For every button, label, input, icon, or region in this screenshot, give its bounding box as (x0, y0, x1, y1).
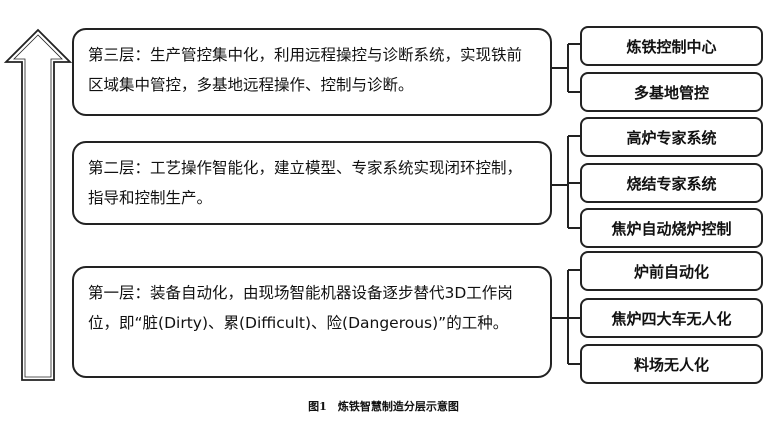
connector-layer-1 (552, 269, 582, 365)
connector-layer-3 (552, 43, 582, 93)
layer-3-text: 第三层：生产管控集中化，利用远程操控与诊断系统，实现铁前区域集中管控，多基地远程… (88, 46, 523, 94)
layer-1-box: 第一层：装备自动化，由现场智能机器设备逐步替代3D工作岗位，即“脏(Dirty)… (72, 266, 552, 378)
layer-3-box: 第三层：生产管控集中化，利用远程操控与诊断系统，实现铁前区域集中管控，多基地远程… (72, 28, 552, 116)
up-arrow-icon (3, 28, 73, 381)
layer-2-text: 第二层：工艺操作智能化，建立模型、专家系统实现闭环控制，指导和控制生产。 (88, 159, 523, 207)
layer-1-text: 第一层：装备自动化，由现场智能机器设备逐步替代3D工作岗位，即“脏(Dirty)… (88, 284, 513, 332)
layer-3-item-2: 多基地管控 (580, 72, 763, 112)
layer-2-item-3: 焦炉自动烧炉控制 (580, 208, 763, 248)
layer-1-item-2: 焦炉四大车无人化 (580, 298, 763, 338)
layer-2-box: 第二层：工艺操作智能化，建立模型、专家系统实现闭环控制，指导和控制生产。 (72, 141, 552, 225)
layer-3-item-1: 炼铁控制中心 (580, 26, 763, 66)
figure-caption: 图1 炼铁智慧制造分层示意图 (308, 400, 459, 413)
layer-1-item-3: 料场无人化 (580, 344, 763, 384)
connector-layer-2 (552, 135, 582, 229)
layer-2-item-2: 烧结专家系统 (580, 163, 763, 203)
layer-1-item-1: 炉前自动化 (580, 251, 763, 291)
layer-2-item-1: 高炉专家系统 (580, 117, 763, 157)
